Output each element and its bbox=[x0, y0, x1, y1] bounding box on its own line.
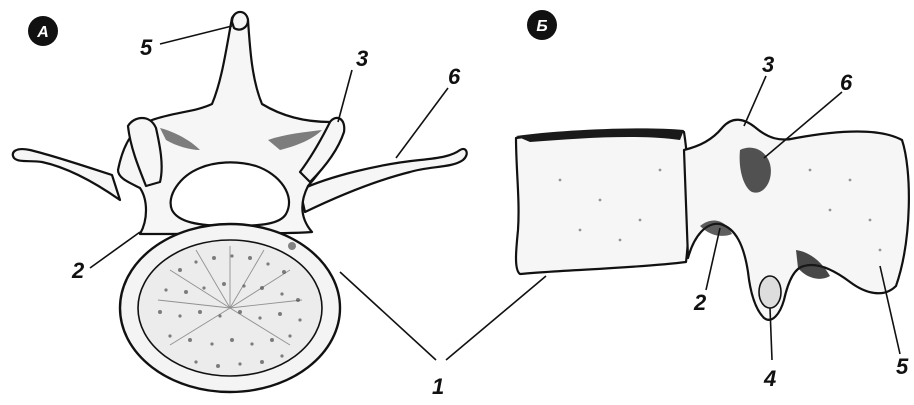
label-b-3: 3 bbox=[762, 52, 774, 77]
vertebral-body-lateral bbox=[516, 130, 689, 274]
leader-a-1 bbox=[340, 272, 436, 360]
label-b-2: 2 bbox=[693, 290, 707, 315]
panel-b: Б 3 6 2 4 5 bbox=[446, 10, 909, 391]
transverse-process-left bbox=[13, 149, 120, 200]
panel-b-badge-text: Б bbox=[536, 18, 547, 35]
panel-b-badge: Б bbox=[527, 10, 557, 40]
leader-a-3 bbox=[338, 70, 352, 122]
arch-lateral bbox=[684, 120, 909, 320]
label-shared-1: 1 bbox=[432, 374, 444, 399]
label-a-3: 3 bbox=[356, 46, 368, 71]
label-a-6: 6 bbox=[448, 64, 461, 89]
panel-a: А bbox=[13, 12, 467, 392]
inferior-articular-facet bbox=[759, 276, 781, 308]
label-b-5: 5 bbox=[896, 354, 909, 379]
leader-a-5 bbox=[160, 26, 232, 44]
panel-a-badge-text: А bbox=[36, 24, 49, 41]
leader-b-2 bbox=[706, 228, 720, 290]
label-a-5: 5 bbox=[140, 35, 153, 60]
leader-b-1 bbox=[446, 276, 546, 360]
leader-a-6 bbox=[396, 88, 448, 158]
label-b-4: 4 bbox=[763, 366, 776, 391]
label-b-6: 6 bbox=[840, 70, 853, 95]
spinous-process bbox=[232, 12, 248, 30]
panel-a-badge: А bbox=[28, 16, 58, 46]
leader-a-2 bbox=[90, 232, 140, 268]
label-a-2: 2 bbox=[71, 258, 85, 283]
leader-b-3 bbox=[744, 76, 766, 126]
